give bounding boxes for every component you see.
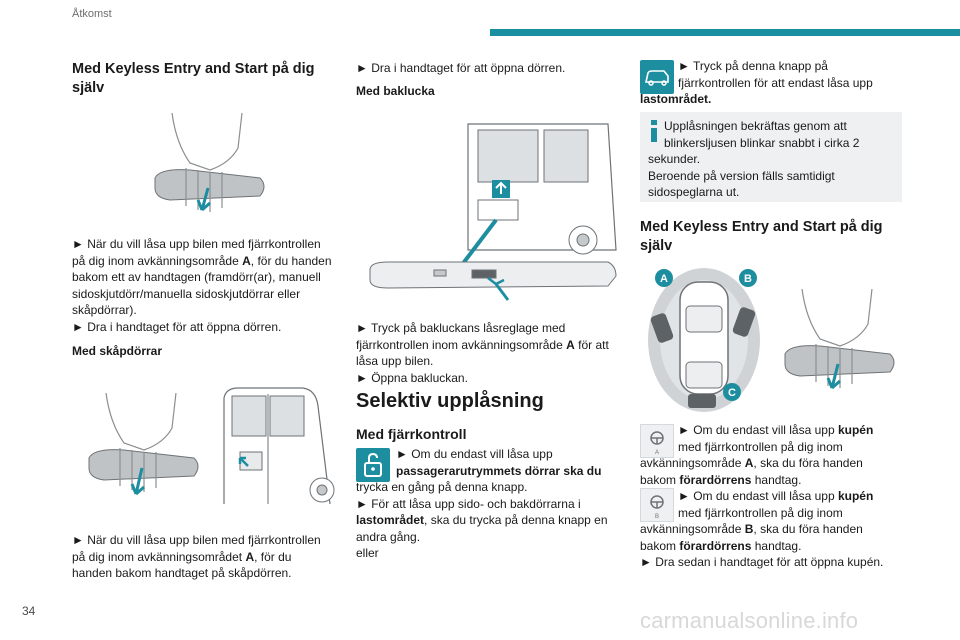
- cabin-unlock-icon-a: A: [640, 424, 674, 458]
- svg-text:B: B: [655, 514, 659, 520]
- watermark: carmanualsonline.info: [640, 608, 859, 633]
- unlock-button-icon: [356, 448, 390, 482]
- zone-label-c: C: [728, 387, 736, 399]
- page-number: 34: [22, 604, 36, 618]
- section-header: Åtkomst: [72, 8, 112, 20]
- cabin-unlock-instruction-a: ► Om du endast vill låsa upp kupén med f…: [640, 423, 874, 487]
- hand-handle-illustration-2: [84, 388, 204, 503]
- header-accent-bar: [490, 29, 960, 36]
- cargo-doors-instruction: ► När du vill låsa upp bilen med fjärrko…: [72, 533, 321, 580]
- subsection-title-remote: Med fjärrkontroll: [356, 426, 467, 442]
- cabin-unlock-instruction-b: ► Om du endast vill låsa upp kupén med f…: [640, 489, 884, 569]
- van-unlock-button-icon: [640, 60, 674, 94]
- info-icon: [650, 120, 658, 142]
- heading-keyless-col3: Med Keyless Entry and Start på dig själv: [640, 219, 883, 254]
- subheading-tailgate: Med baklucka: [356, 84, 435, 98]
- hand-handle-illustration-3: [780, 284, 900, 394]
- cabin-unlock-icon-b: B: [640, 488, 674, 522]
- section-title-selective-unlock: Selektiv upplåsning: [356, 390, 544, 412]
- info-text: Upplåsningen bekräftas genom att blinker…: [648, 119, 860, 199]
- detection-zones-diagram: A B C: [646, 266, 764, 414]
- heading-keyless-col1: Med Keyless Entry and Start på dig själv: [72, 61, 315, 96]
- pull-handle-instruction: ► Dra i handtaget för att öppna dörren.: [356, 61, 566, 75]
- zone-label-a: A: [660, 273, 668, 285]
- keyless-instruction-col1: ► När du vill låsa upp bilen med fjärrko…: [72, 237, 332, 334]
- tailgate-instruction: ► Tryck på bakluckans låsreglage med fjä…: [356, 321, 609, 385]
- svg-text:A: A: [655, 450, 659, 456]
- subheading-cargo-doors: Med skåpdörrar: [72, 344, 163, 358]
- remote-unlock-instruction: ► Om du endast vill låsa upp passageraru…: [356, 447, 608, 560]
- van-rear-doors-illustration: [218, 386, 336, 506]
- cargo-unlock-instruction: ► Tryck på denna knapp på fjärrkontrolle…: [640, 59, 873, 106]
- hand-handle-illustration: [150, 108, 270, 218]
- zone-label-b: B: [744, 273, 752, 285]
- info-box: Upplåsningen bekräftas genom att blinker…: [640, 112, 902, 202]
- tailgate-illustration: [368, 120, 618, 306]
